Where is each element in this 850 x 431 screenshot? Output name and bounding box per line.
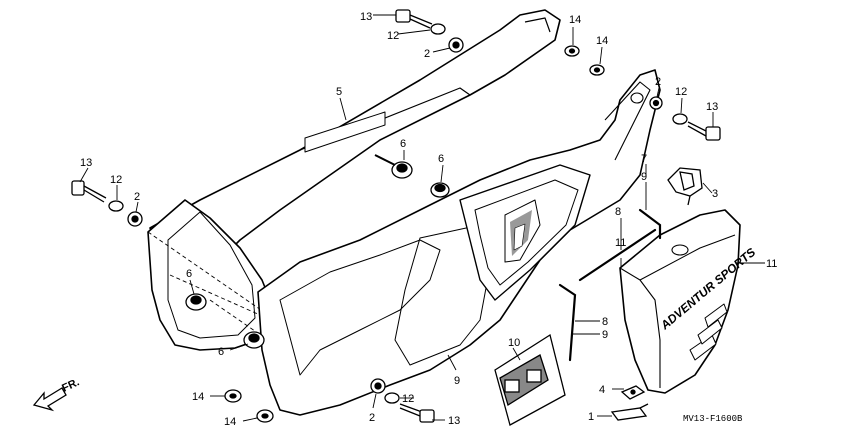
callout-14: 14 (569, 14, 581, 26)
grommet-pin (374, 154, 396, 166)
callout-9: 9 (641, 171, 647, 183)
main-side-cover-part-9 (257, 69, 661, 416)
right-side-cover-part-11 (619, 209, 741, 394)
grommet-6d (243, 331, 265, 349)
cover-ribs (689, 303, 728, 361)
callout-12: 12 (675, 86, 687, 98)
clip-part-1 (610, 403, 649, 421)
callout-13: 13 (448, 415, 460, 427)
callout-13: 13 (360, 11, 372, 23)
grommet-6c (185, 293, 207, 311)
front-direction-indicator: FR. (32, 376, 81, 412)
callout-2: 2 (369, 412, 375, 424)
callout-3: 3 (712, 188, 718, 200)
drawing-code: MV13-F1600B (683, 414, 743, 424)
storage-box (459, 164, 591, 301)
callout-6: 6 (400, 138, 406, 150)
callout-9: 9 (602, 329, 608, 341)
callout-8: 8 (602, 316, 608, 328)
callout-13: 13 (706, 101, 718, 113)
callout-13: 13 (80, 157, 92, 169)
callout-14: 14 (192, 391, 204, 403)
rear-cowl-part-5 (149, 9, 561, 291)
callout-4: 4 (599, 384, 605, 396)
callout-8: 8 (615, 206, 621, 218)
grommet-6a (391, 161, 413, 179)
callout-14: 14 (596, 35, 608, 47)
callout-12: 12 (402, 393, 414, 405)
callout-9: 9 (454, 375, 460, 387)
grommet-group (185, 154, 450, 349)
clip-part-3 (667, 167, 703, 206)
bolt-set-top (395, 9, 464, 53)
callout-6: 6 (438, 153, 444, 165)
bolt-set-left (71, 180, 143, 227)
label-plate-part-10 (494, 333, 566, 426)
callout-14: 14 (224, 416, 236, 428)
callout-11: 11 (615, 237, 626, 249)
callout-10: 10 (508, 337, 520, 349)
direction-arrow-icon (32, 387, 67, 412)
callout-6: 6 (218, 346, 224, 358)
screw-part-4 (620, 385, 646, 400)
direction-label: FR. (60, 376, 81, 394)
callout-2: 2 (655, 76, 661, 88)
callout-12: 12 (110, 174, 122, 186)
rubber-strips (558, 208, 662, 362)
callout-labels: 13 12 2 14 14 5 6 6 13 12 2 6 6 14 14 2 … (80, 11, 777, 428)
bolt-set-right (649, 96, 721, 141)
washer-group (224, 45, 605, 423)
callout-5: 5 (336, 86, 342, 98)
callout-2: 2 (134, 191, 140, 203)
grommet-6b (430, 182, 450, 198)
callout-6: 6 (186, 268, 192, 280)
leader-lines (79, 14, 765, 422)
callout-12: 12 (387, 30, 399, 42)
callout-1: 1 (588, 411, 594, 423)
callout-2: 2 (424, 48, 430, 60)
bolt-set-bottom (370, 378, 435, 423)
callout-7: 7 (641, 153, 647, 165)
callout-11: 11 (766, 258, 777, 270)
